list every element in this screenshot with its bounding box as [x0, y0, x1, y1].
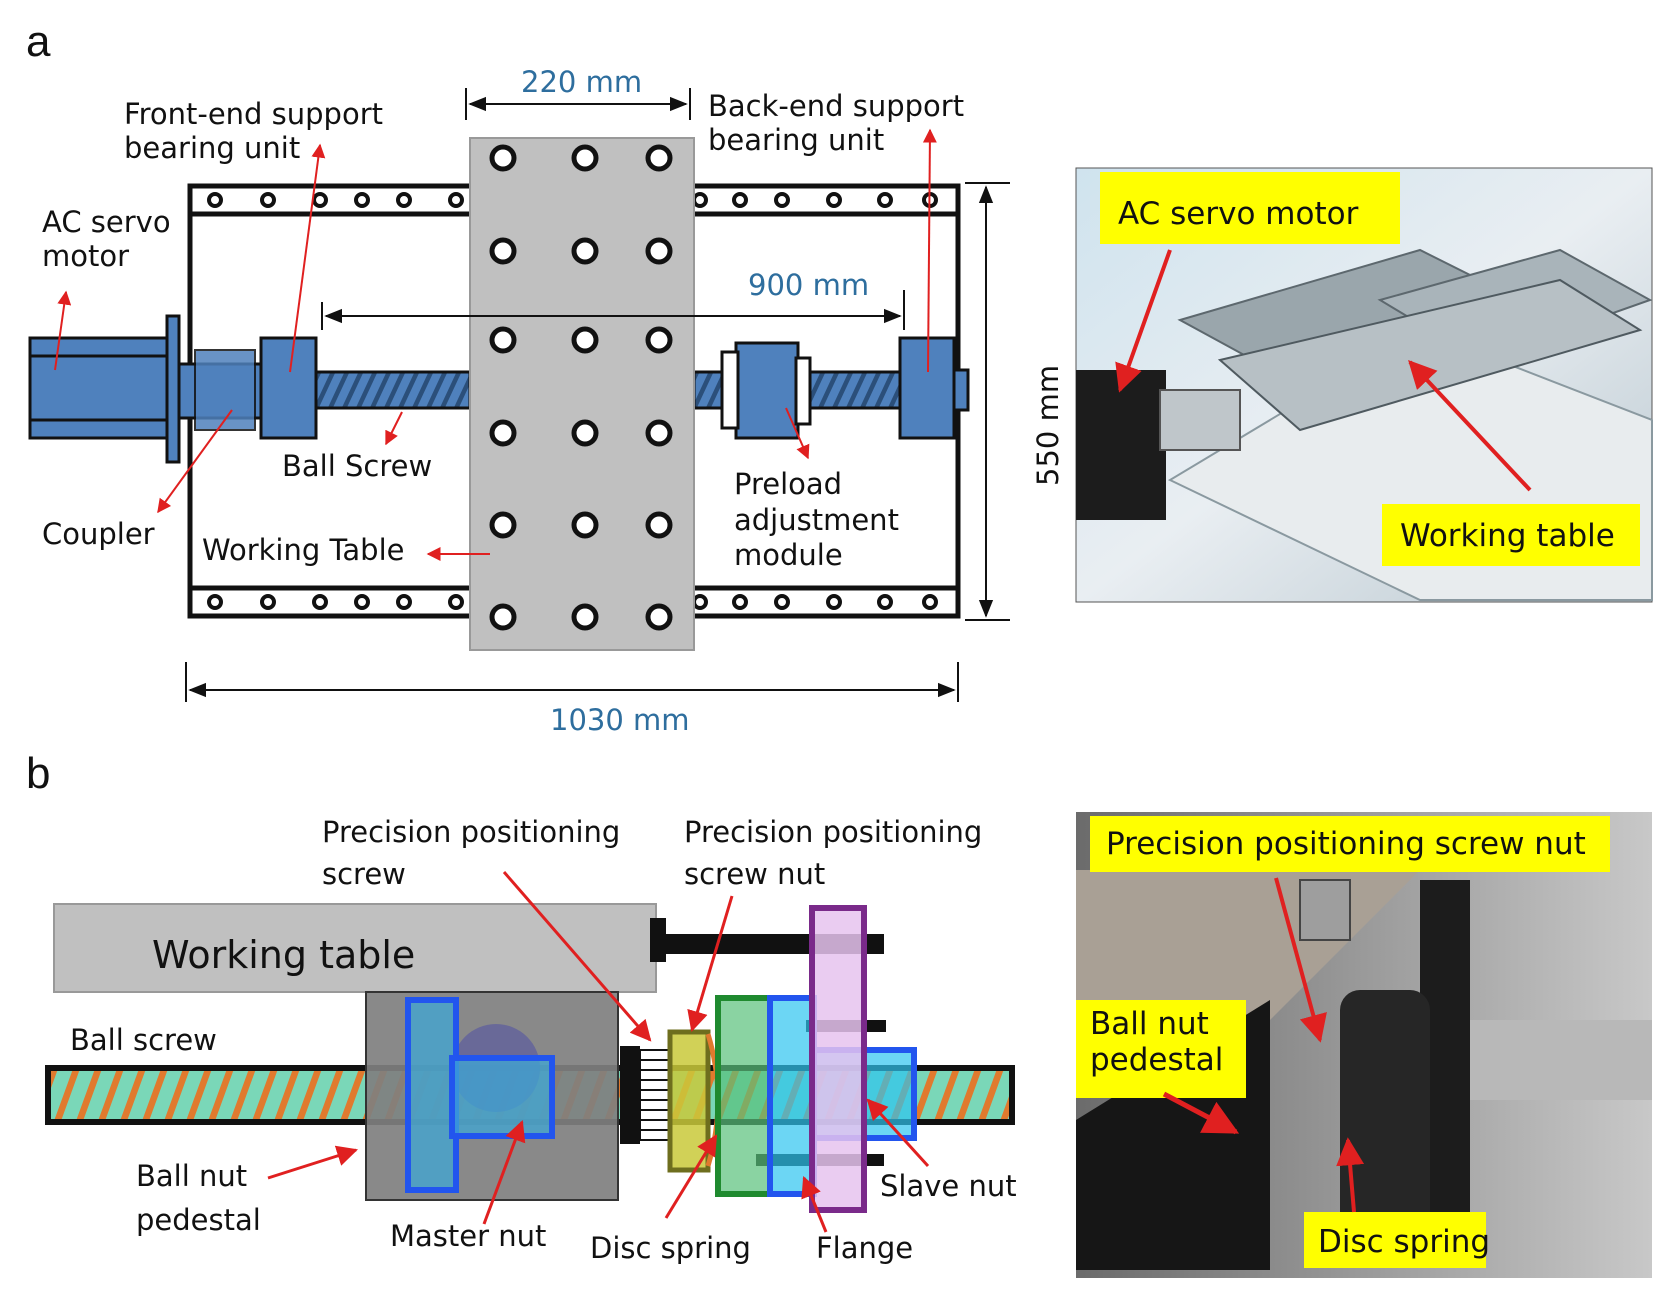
- callout-arrows-b: [267, 871, 930, 1233]
- master-nut-flange: [405, 997, 459, 1193]
- working-table-a: [469, 137, 695, 651]
- photo-b-pedestal-2: pedestal: [1090, 1042, 1223, 1078]
- rail-holes: [207, 192, 938, 610]
- label-preload-3: module: [734, 538, 843, 572]
- ball-screw-a: [314, 370, 472, 410]
- photo-a: AC servo motor Working table: [1075, 167, 1653, 603]
- panel-label-a: a: [26, 17, 51, 66]
- motor-flange: [165, 314, 181, 464]
- dim-900: 900 mm: [748, 268, 869, 302]
- slave-nut-flange: [767, 995, 817, 1197]
- label-slave-nut: Slave nut: [880, 1169, 1017, 1203]
- label-pp-screw-2: screw: [322, 857, 406, 891]
- label-pedestal-1: Ball nut: [136, 1159, 247, 1193]
- drive-train: [28, 314, 970, 464]
- label-ball-screw-a: Ball Screw: [282, 449, 432, 483]
- preload-module: [734, 341, 800, 440]
- dim-1030: 1030 mm: [550, 703, 690, 737]
- label-flange: Flange: [816, 1231, 913, 1265]
- pp-screw-block: [620, 1046, 640, 1144]
- pp-screw-thread: [639, 1049, 671, 1141]
- pp-bracket: [809, 905, 867, 1213]
- label-disc-spring: Disc spring: [590, 1231, 751, 1265]
- label-back-support-2: bearing unit: [708, 123, 884, 157]
- front-support-bearing: [259, 336, 318, 440]
- label-front-support-1: Front-end support: [124, 97, 383, 131]
- photo-b: Precision positioning screw nut Ball nut…: [1076, 812, 1652, 1278]
- callout-arrows-a: [54, 128, 937, 561]
- label-pp-screw-1: Precision positioning: [322, 815, 620, 849]
- photo-b-nut-label: Precision positioning screw nut: [1106, 826, 1586, 862]
- master-nut-body: [449, 1055, 555, 1139]
- label-working-table-b: Working table: [152, 933, 415, 977]
- label-servo-2: motor: [42, 239, 129, 273]
- label-pedestal-2: pedestal: [136, 1203, 261, 1237]
- dimension-lines: [185, 88, 1010, 702]
- label-back-support-1: Back-end support: [708, 89, 964, 123]
- photo-a-servo-label: AC servo motor: [1118, 196, 1359, 232]
- servo-motor: [28, 336, 172, 440]
- flange: [715, 995, 773, 1197]
- pp-screw-nut: [667, 1029, 711, 1173]
- label-working-table-a: Working Table: [202, 533, 405, 567]
- label-preload-2: adjustment: [734, 503, 899, 537]
- panel-label-b: b: [26, 749, 50, 798]
- label-preload-1: Preload: [734, 467, 842, 501]
- label-master-nut: Master nut: [390, 1219, 546, 1253]
- label-ball-screw-b: Ball screw: [70, 1023, 217, 1057]
- back-support-bearing: [898, 336, 956, 440]
- label-pp-nut-2: screw nut: [684, 857, 825, 891]
- label-pp-nut-1: Precision positioning: [684, 815, 982, 849]
- label-front-support-2: bearing unit: [124, 131, 300, 165]
- dim-220: 220 mm: [521, 65, 642, 99]
- photo-b-disc-label: Disc spring: [1318, 1224, 1490, 1260]
- label-coupler: Coupler: [42, 517, 155, 551]
- photo-b-pedestal-1: Ball nut: [1090, 1006, 1209, 1042]
- photo-a-table-label: Working table: [1400, 518, 1615, 554]
- dim-550: 550 mm: [1031, 365, 1065, 486]
- label-servo-1: AC servo: [42, 205, 171, 239]
- working-table-b: [53, 903, 657, 993]
